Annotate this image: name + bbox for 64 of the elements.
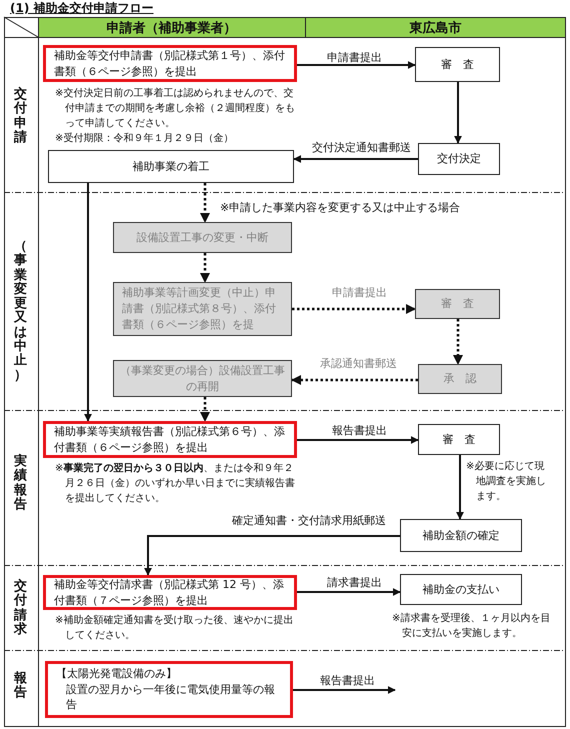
process-box bbox=[400, 519, 522, 552]
process-box bbox=[43, 421, 297, 458]
process-box bbox=[400, 574, 522, 605]
arrow bbox=[456, 455, 464, 520]
process-box bbox=[415, 47, 500, 82]
row-label: 交付請求 bbox=[14, 580, 27, 638]
box-text: 補助金の支払い bbox=[422, 582, 500, 598]
edge-label: 交付決定通知書郵送 bbox=[310, 141, 413, 154]
box-text: 補助金額の確定 bbox=[422, 528, 500, 544]
arrow bbox=[200, 397, 210, 422]
row-label: 実績報告 bbox=[14, 455, 27, 512]
note-text: ※受付期限：令和９年１月２９日（金） bbox=[55, 132, 234, 146]
note-text: ※事業完了の翌日から３０日以内、または令和９年２月２６日（金）のいずれか早い日までに実績報告書を提出してください。 bbox=[55, 461, 296, 506]
box-text: 補助事業等計画変更（中止）申請書（別記様式第８号）、添付書類（６ページ参照）を提 bbox=[122, 285, 277, 333]
arrow bbox=[297, 588, 401, 596]
arrow bbox=[453, 319, 463, 365]
note-text: ※補助金額確定通知書を受け取った後、速やかに提出してください。 bbox=[55, 614, 294, 643]
arrow bbox=[293, 155, 418, 163]
process-box bbox=[113, 282, 292, 336]
box-text: 補助事業等実績報告書（別記様式第６号）、添付書類（６ページ参照）を提出 bbox=[54, 424, 286, 456]
box-text: 設備設置工事の変更・中断 bbox=[136, 230, 270, 246]
process-box bbox=[48, 150, 294, 183]
process-box bbox=[113, 360, 292, 397]
note-text: ※必要に応じて現地調査を実施します。 bbox=[466, 460, 547, 504]
process-box bbox=[113, 222, 292, 253]
note-text: ※請求書を受理後、１ヶ月以内を目安に支払いを実施します。 bbox=[392, 612, 552, 641]
process-box bbox=[418, 364, 502, 394]
box-text: 補助金等交付請求書（別記様式第 12 号）、添付書類（７ページ参照）を提出 bbox=[54, 576, 285, 608]
edge-label: ※申請した事業内容を変更する又は中止する場合 bbox=[218, 201, 462, 214]
box-text: 補助金等交付申請書（別記様式第１号）、添付書類（６ページ参照）を提出 bbox=[54, 48, 286, 80]
note-text: ※交付決定日前の工事着工は認められませんので、交付申請までの期間を考慮し余裕（２週間程度）をもって申請してください。 bbox=[55, 86, 296, 131]
edge-label: 承認通知書郵送 bbox=[318, 357, 399, 370]
box-text: 設置の翌月から一年後に電気使用量等の報告 bbox=[65, 682, 276, 714]
arrow bbox=[291, 375, 418, 385]
arrow bbox=[297, 61, 416, 69]
box-text: 審 査 bbox=[442, 432, 476, 448]
arrow bbox=[200, 253, 210, 283]
row-label: （事業変更又は中止） bbox=[14, 240, 27, 383]
column-header: 東広島市 bbox=[408, 20, 462, 37]
box-text: （事業変更の場合）設備設置工事の再開 bbox=[119, 362, 286, 394]
arrow bbox=[84, 183, 92, 422]
process-box bbox=[415, 289, 500, 319]
box-text: 審 査 bbox=[440, 56, 475, 72]
column-header: 申請者（補助事業者） bbox=[106, 20, 238, 37]
box-text: 審 査 bbox=[440, 296, 475, 312]
arrow bbox=[200, 183, 210, 223]
arrow bbox=[144, 535, 400, 576]
process-box bbox=[418, 143, 500, 175]
arrow bbox=[297, 436, 419, 444]
arrow bbox=[292, 304, 416, 314]
process-box bbox=[45, 661, 293, 718]
edge-label: 確定通知書・交付請求用紙郵送 bbox=[230, 514, 388, 528]
box-text: 承 認 bbox=[442, 371, 478, 387]
title: (1) 補助金交付申請フロー bbox=[10, 0, 154, 17]
row-label: 交付申請 bbox=[14, 88, 27, 146]
process-box bbox=[43, 45, 297, 82]
process-box bbox=[43, 575, 297, 610]
process-box bbox=[418, 424, 500, 455]
arrow bbox=[454, 82, 462, 144]
box-text: 補助事業の着工 bbox=[132, 158, 210, 174]
box-text: 交付決定 bbox=[436, 151, 482, 167]
arrow bbox=[293, 686, 396, 694]
row-label: 報告 bbox=[14, 672, 27, 701]
box-text: 【太陽光発電設備のみ】 bbox=[56, 666, 178, 682]
